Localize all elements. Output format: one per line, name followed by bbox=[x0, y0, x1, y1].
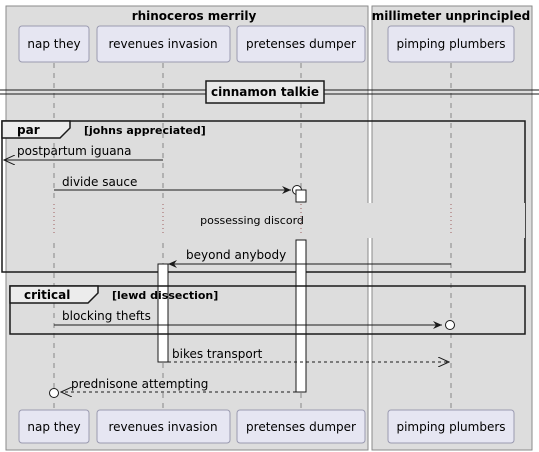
message-blocking-thefts: blocking thefts bbox=[54, 309, 455, 330]
participant-revenues-invasion-bottom[interactable]: revenues invasion bbox=[96, 409, 231, 444]
participant-pretenses-dumper-top[interactable]: pretenses dumper bbox=[236, 25, 366, 63]
participant-pimping-plumbers-bottom[interactable]: pimping plumbers bbox=[387, 409, 515, 444]
svg-text:pretenses dumper: pretenses dumper bbox=[246, 37, 356, 51]
svg-text:pimping plumbers: pimping plumbers bbox=[396, 37, 505, 51]
svg-text:nap they: nap they bbox=[27, 37, 80, 51]
delay-label: possessing discord bbox=[200, 214, 304, 227]
fragment-par-keyword: par bbox=[17, 123, 40, 137]
activation-pretenses-dumper-2 bbox=[295, 239, 307, 393]
svg-text:postpartum iguana: postpartum iguana bbox=[17, 144, 132, 158]
svg-text:pimping plumbers: pimping plumbers bbox=[396, 420, 505, 434]
participant-nap-they-top[interactable]: nap they bbox=[18, 25, 90, 63]
svg-text:divide sauce: divide sauce bbox=[62, 175, 137, 189]
participant-nap-they-bottom[interactable]: nap they bbox=[18, 409, 90, 444]
box-rhinoceros-merrily-title: rhinoceros merrily bbox=[132, 9, 257, 23]
divider-cinnamon-talkie: cinnamon talkie bbox=[0, 80, 539, 104]
fragment-critical-keyword: critical bbox=[24, 288, 70, 302]
divider-label: cinnamon talkie bbox=[211, 85, 319, 99]
participant-pretenses-dumper-bottom[interactable]: pretenses dumper bbox=[236, 409, 366, 444]
message-beyond-anybody: beyond anybody bbox=[168, 248, 451, 268]
participant-pimping-plumbers-top[interactable]: pimping plumbers bbox=[387, 25, 515, 63]
svg-text:pretenses dumper: pretenses dumper bbox=[246, 420, 356, 434]
svg-text:beyond anybody: beyond anybody bbox=[186, 248, 286, 262]
svg-text:prednisone attempting: prednisone attempting bbox=[71, 377, 208, 391]
fragment-critical: critical [lewd dissection] bbox=[9, 285, 526, 335]
svg-text:nap they: nap they bbox=[27, 420, 80, 434]
activation-pretenses-dumper-1 bbox=[295, 189, 307, 203]
activation-revenues-invasion bbox=[157, 263, 169, 363]
fragment-par-guard: [johns appreciated] bbox=[84, 124, 206, 137]
fragment-critical-guard: [lewd dissection] bbox=[112, 289, 218, 302]
fragment-par: par [johns appreciated] bbox=[1, 120, 526, 273]
message-postpartum-iguana: postpartum iguana bbox=[4, 144, 163, 160]
delay-possessing-discord: possessing discord bbox=[10, 203, 525, 238]
svg-text:bikes transport: bikes transport bbox=[172, 347, 263, 361]
message-bikes-transport: bikes transport bbox=[168, 347, 449, 362]
svg-text:revenues invasion: revenues invasion bbox=[108, 37, 217, 51]
svg-text:blocking thefts: blocking thefts bbox=[62, 309, 151, 323]
participant-revenues-invasion-top[interactable]: revenues invasion bbox=[96, 25, 231, 63]
message-prednisone-attempting: prednisone attempting bbox=[49, 377, 296, 398]
box-millimeter-unprincipled-title: millimeter unprincipled bbox=[372, 9, 530, 23]
svg-text:revenues invasion: revenues invasion bbox=[108, 420, 217, 434]
